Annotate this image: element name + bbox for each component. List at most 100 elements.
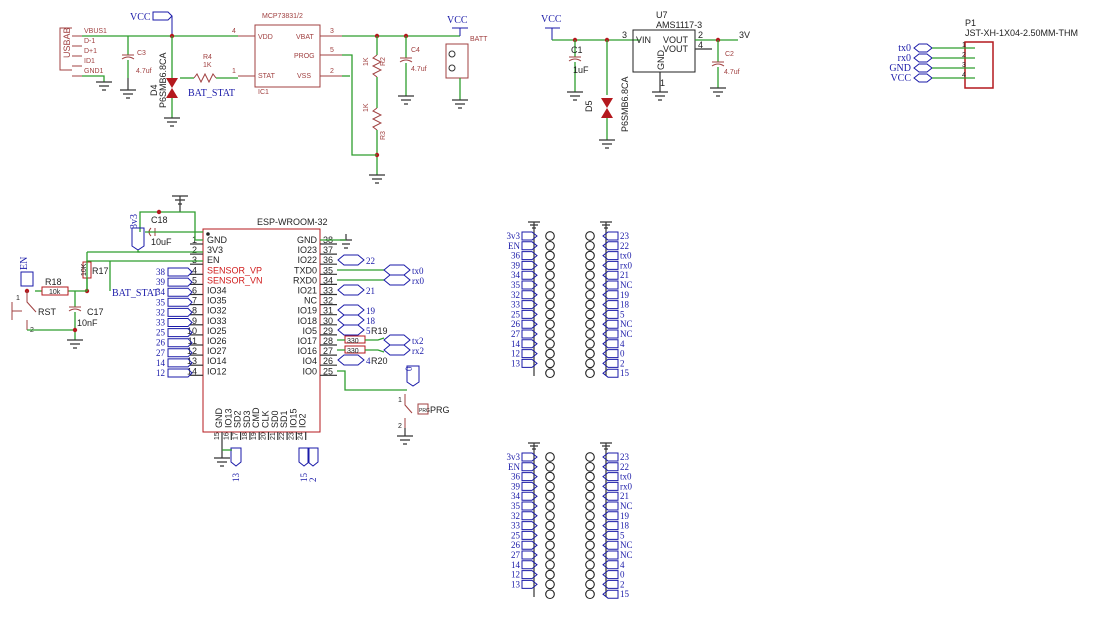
u7-val: AMS1117-3 xyxy=(656,20,702,30)
tx2-flag: tx2 xyxy=(383,334,424,346)
right-net-flag-label: 22 xyxy=(366,256,375,266)
esp-pin-num: 34 xyxy=(323,275,333,285)
resistor-r3[interactable]: 1K R3 xyxy=(363,95,387,184)
left-net-flag-label: 34 xyxy=(156,287,166,297)
esp-pin-label: TXD0 xyxy=(294,265,317,275)
charger-section: USBAB VBUS1 D-1 D+1 ID1 GND1 VCC C3 4.7 xyxy=(59,11,488,184)
ic-pin-num: 4 xyxy=(232,28,236,35)
right-net-flag: 4 xyxy=(337,354,371,366)
esp-pin-label: IO35 xyxy=(207,296,227,306)
uart0-flags xyxy=(337,269,384,281)
header-net-label: NC xyxy=(620,280,633,290)
esp-pin-label: IO26 xyxy=(207,336,227,346)
vcc-flag: VCC xyxy=(447,15,468,36)
u7-pin-vin: VIN xyxy=(636,35,651,45)
esp-pin-label: SD2 xyxy=(233,410,243,428)
header-net-label: 21 xyxy=(620,270,629,280)
batt-label: BATT xyxy=(470,36,488,43)
resistor-r18[interactable]: 10k R18 xyxy=(35,277,69,296)
left-net-flag-label: 14 xyxy=(156,358,166,368)
usb-pin: VBUS1 xyxy=(84,28,107,35)
r18-val: 10k xyxy=(49,289,61,296)
resistor-r4[interactable]: R4 1K xyxy=(180,54,238,84)
header-pin xyxy=(545,270,555,281)
header-pin xyxy=(545,540,555,551)
header-net-label: 22 xyxy=(620,462,629,472)
header-net-label: 12 xyxy=(511,349,520,359)
esp-pin-label: IO32 xyxy=(207,306,227,316)
header-net-label: 32 xyxy=(511,511,520,521)
rx0-flag-label: rx0 xyxy=(412,276,424,286)
left-net-flag-label: 35 xyxy=(156,297,166,307)
header-net-label: 23 xyxy=(620,231,630,241)
header-pin xyxy=(545,461,555,472)
left-net-flag: 38 xyxy=(156,267,193,277)
esp-pin-label: SENSOR_VN xyxy=(207,275,263,285)
header-pin xyxy=(545,368,555,379)
esp-pin-label: GND xyxy=(207,235,228,245)
header-net-label: 12 xyxy=(511,570,520,580)
capacitor-c2[interactable]: C2 4.7uf xyxy=(710,37,740,97)
diode-d4[interactable]: D4 P6SMB6.8CA xyxy=(149,33,180,127)
usb-pin: D+1 xyxy=(84,48,97,55)
out-3v-label: 3V xyxy=(739,30,750,40)
esp-pin-num: 9 xyxy=(192,316,197,326)
usb-pin: D-1 xyxy=(84,38,95,45)
header-pin xyxy=(585,250,595,261)
esp-pin-label: IO27 xyxy=(207,346,227,356)
esp-pin-num: 26 xyxy=(323,356,333,366)
rx2-flag: rx2 xyxy=(383,344,424,356)
esp-pin-num: 37 xyxy=(323,245,333,255)
resistor-r2[interactable]: 1K R2 xyxy=(363,33,387,95)
esp-pin-num: 2 xyxy=(192,245,197,255)
left-net-flag: 34 xyxy=(156,287,193,297)
header-pin xyxy=(545,589,555,600)
r20-val: 330 xyxy=(347,348,359,355)
capacitor-c18[interactable]: C18 10uF xyxy=(145,209,203,247)
capacitor-c17[interactable]: C17 10nF xyxy=(67,306,104,349)
header-pin xyxy=(585,491,595,502)
header-net-label: rx0 xyxy=(620,481,632,491)
prg-switch[interactable]: 0 PRG PRG 1 2 xyxy=(337,365,450,445)
right-net-flag-label: 19 xyxy=(366,306,376,316)
capacitor-c1[interactable]: C1 1uF xyxy=(567,37,589,101)
esp-pin-label: IO15 xyxy=(288,408,298,428)
regulator-u7[interactable]: U7 AMS1117-3 VIN VOUT VOUT GND 3 2 4 1 xyxy=(622,10,703,101)
esp-pin-num: 13 xyxy=(187,356,197,366)
header-net-label: 15 xyxy=(620,368,630,378)
header-net-label: 32 xyxy=(511,290,520,300)
esp-pin-label: IO14 xyxy=(207,356,227,366)
header-net-label: 19 xyxy=(620,511,630,521)
capacitor-c4[interactable]: C4 4.7uf xyxy=(398,36,427,105)
header-net-label: 23 xyxy=(620,452,630,462)
diode-d5[interactable]: D5 P6SMB6.8CA xyxy=(584,37,630,149)
u7-pin-vout: VOUT xyxy=(663,44,689,54)
p1-val: JST-XH-1X04-2.50MM-THM xyxy=(965,28,1078,38)
esp-pin-label: IO16 xyxy=(297,346,317,356)
battery-connector[interactable]: BATT xyxy=(445,36,488,109)
header-net-label: 0 xyxy=(620,349,625,359)
capacitor-c3[interactable]: C3 4.7uf xyxy=(120,36,152,99)
header-pin xyxy=(585,530,595,541)
u7-pin-num: 2 xyxy=(698,30,703,40)
esp-pin-num: 15 xyxy=(214,432,221,440)
usb-connector[interactable]: USBAB VBUS1 D-1 D+1 ID1 GND1 xyxy=(59,27,107,77)
charger-ic[interactable]: MCP73831/2 IC1 VDD STAT VBAT PROG VSS 4 … xyxy=(232,13,342,96)
header-pin xyxy=(585,358,595,369)
esp-pin-num: 24 xyxy=(298,432,305,440)
left-net-flag: 35 xyxy=(156,297,193,307)
header-net-label: 15 xyxy=(620,589,630,599)
esp-pin-num: 12 xyxy=(187,346,197,356)
sw-pin: 1 xyxy=(16,295,20,302)
